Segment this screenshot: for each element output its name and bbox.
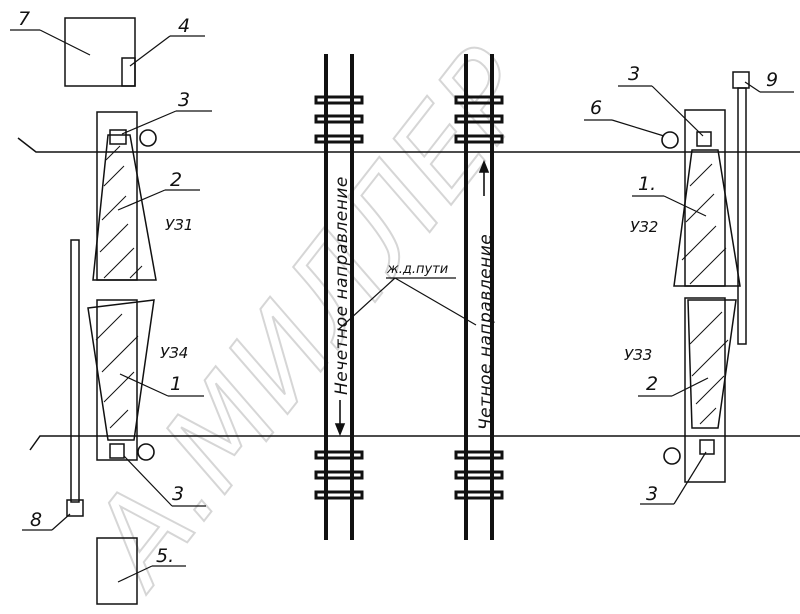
leader-5 — [117, 565, 186, 583]
leader-2-right — [638, 377, 709, 397]
label-2-right: 2 — [646, 373, 658, 395]
boom-8 — [70, 239, 80, 503]
even-direction-arrow-icon — [478, 159, 490, 196]
barrier-plate-uz1 — [92, 134, 157, 281]
lamp-uz2 — [661, 131, 679, 149]
leader-9 — [744, 81, 794, 93]
hatch-uz4 — [95, 313, 139, 429]
leader-7-4 — [10, 29, 205, 67]
leader-3-top-right — [618, 85, 704, 137]
leader-3-bottom-right — [640, 451, 707, 505]
railway-label: ж.д.пути — [386, 262, 448, 277]
boom-9-base — [732, 71, 750, 89]
small-box-uz4 — [109, 443, 125, 459]
barrier-frame-uz4 — [96, 299, 138, 461]
label-3-top-left: 3 — [178, 89, 190, 111]
leader-8 — [22, 513, 71, 531]
label-3-bottom-left: 3 — [172, 483, 184, 505]
leader-1-left — [119, 373, 204, 397]
hatch-uz2 — [681, 163, 727, 285]
odd-direction-label: Нечетное направление — [332, 176, 352, 395]
railway-label-leaders — [337, 277, 477, 331]
small-box-uz3 — [699, 439, 715, 455]
label-5: 5. — [156, 545, 174, 567]
odd-direction-arrow-icon — [334, 400, 346, 437]
boom-9 — [737, 87, 747, 345]
small-box-4 — [121, 57, 136, 87]
label-3-top-right: 3 — [628, 63, 640, 85]
barrier-plate-uz3 — [687, 299, 737, 429]
label-4: 4 — [178, 15, 190, 37]
control-box-5 — [96, 537, 138, 605]
label-3-bottom-right: 3 — [646, 483, 658, 505]
label-7: 7 — [18, 8, 30, 30]
direction-arrows — [334, 159, 490, 437]
leader-3-bottom-left — [123, 455, 206, 507]
boom-8-base — [66, 499, 84, 517]
railway-tracks — [314, 54, 504, 540]
small-box-uz1 — [109, 129, 127, 145]
barrier-plate-uz2 — [673, 149, 741, 287]
lamp-uz3 — [663, 447, 681, 465]
road-edges — [17, 137, 800, 451]
odd-track — [314, 54, 364, 540]
barrier-plate-uz4 — [87, 299, 155, 441]
label-2-left: 2 — [170, 169, 182, 191]
hatch-uz1 — [99, 145, 143, 279]
control-box-7 — [64, 17, 136, 87]
zone-label-uz4: УЗ4 — [160, 344, 188, 362]
hatch-uz3 — [689, 311, 729, 425]
even-direction-label: Четное направление — [476, 234, 496, 430]
barrier-frame-uz2 — [684, 109, 726, 287]
label-1-right: 1. — [638, 173, 656, 195]
leader-6 — [584, 119, 665, 137]
label-9: 9 — [766, 69, 778, 91]
zone-label-uz1: УЗ1 — [165, 216, 193, 234]
even-track — [454, 54, 504, 540]
lamp-uz1 — [139, 129, 157, 147]
lamp-uz4 — [137, 443, 155, 461]
zone-label-uz3: УЗ3 — [624, 346, 652, 364]
label-6: 6 — [590, 97, 602, 119]
leader-1-right — [632, 195, 707, 217]
small-box-uz2 — [696, 131, 712, 147]
leader-2-left — [117, 189, 200, 211]
label-8: 8 — [30, 509, 42, 531]
label-1-left: 1 — [170, 373, 182, 395]
zone-label-uz2: УЗ2 — [630, 218, 658, 236]
leader-3-top-left — [121, 110, 212, 135]
